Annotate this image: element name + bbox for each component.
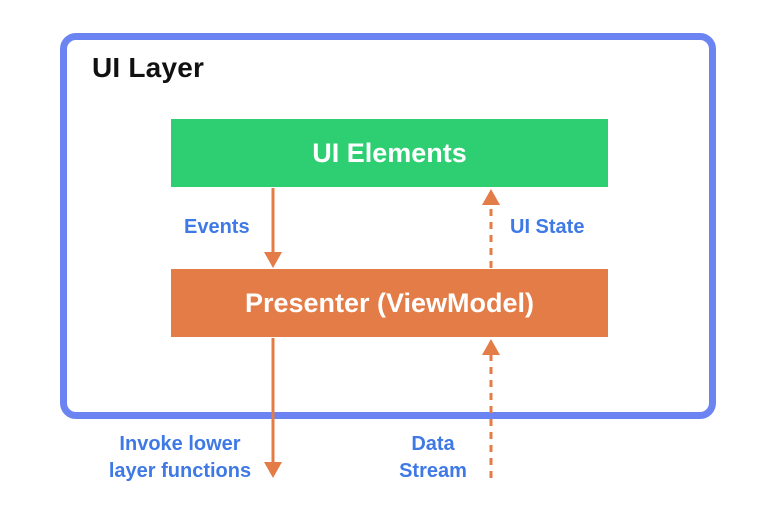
events-label: Events [184,216,250,238]
data-stream-line-2: Stream [399,460,467,482]
ui-state-label: UI State [510,216,585,238]
data-stream-line-1: Data [411,433,455,455]
presenter-label: Presenter (ViewModel) [244,287,535,318]
data-stream-label: Data Stream [378,431,488,485]
ui-layer-title: UI Layer [92,52,205,83]
ui-layer-frame [60,33,716,419]
ui-elements-box: UI Elements [171,119,608,187]
invoke-lower-layer-label: Invoke lower layer functions [85,431,275,485]
presenter-box: Presenter (ViewModel) [171,269,608,337]
invoke-label-line-1: Invoke lower [119,433,241,455]
ui-elements-label: UI Elements [312,137,467,168]
invoke-label-line-2: layer functions [108,460,252,482]
